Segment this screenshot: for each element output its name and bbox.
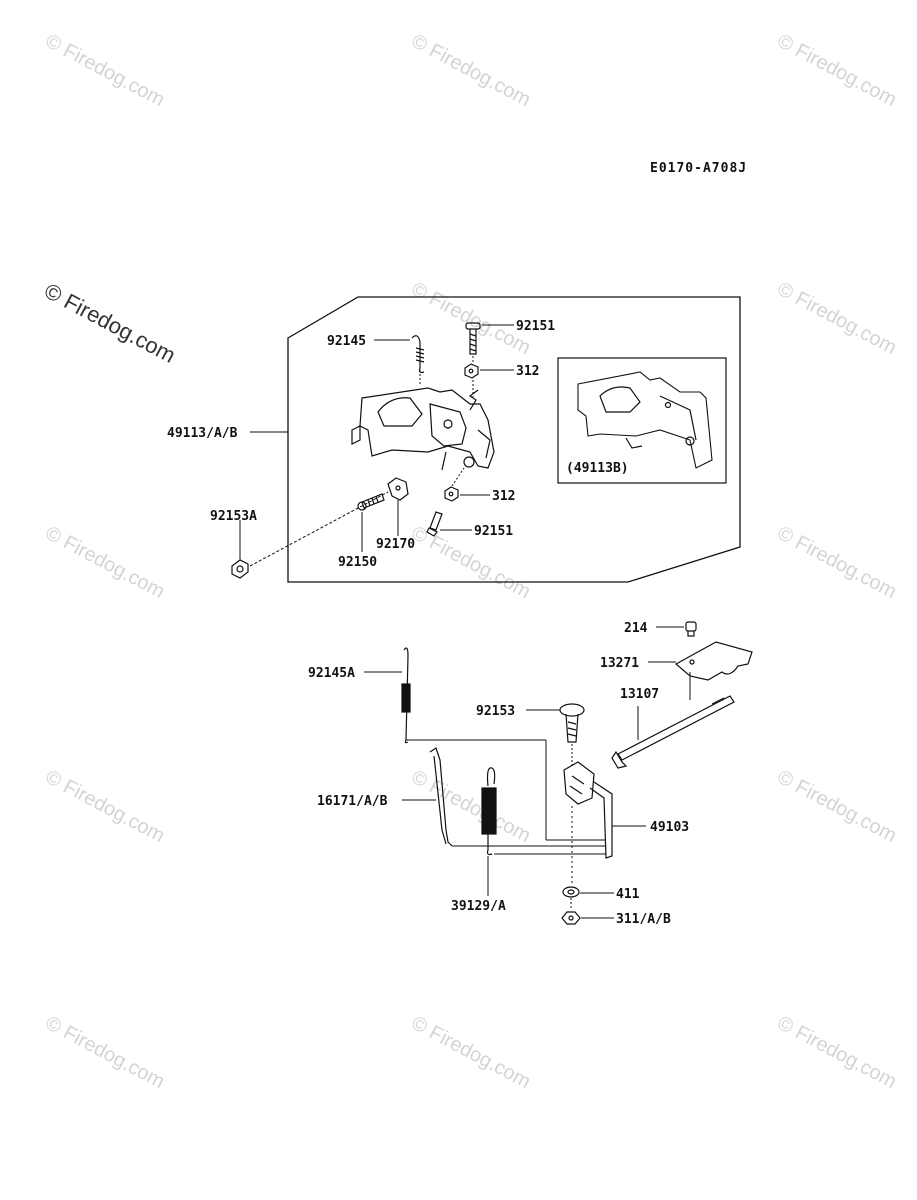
- label-311: 311/A/B: [616, 912, 671, 927]
- lever-49103: [563, 761, 613, 859]
- label-92170: 92170: [376, 537, 415, 552]
- label-92151-top: 92151: [516, 319, 555, 334]
- label-411: 411: [616, 887, 640, 902]
- shaft-13107: [611, 695, 735, 769]
- label-92151-bottom: 92151: [474, 524, 513, 539]
- washer-411: [562, 886, 580, 898]
- label-13271: 13271: [600, 656, 639, 671]
- inset-49113b: [557, 357, 727, 484]
- bolt-92153a: [231, 559, 249, 579]
- bolt-92153: [559, 703, 585, 743]
- label-49113b: (49113B): [566, 461, 629, 476]
- rod-16171: [429, 747, 453, 847]
- label-92153: 92153: [476, 704, 515, 719]
- label-92145a: 92145A: [308, 666, 355, 681]
- label-49113: 49113/A/B: [167, 426, 238, 441]
- nut-312-mid: [444, 486, 459, 502]
- throttle-bracket: [351, 387, 495, 471]
- nut-312-top: [464, 363, 479, 379]
- spring-92145: [411, 335, 425, 374]
- bolt-92150: [357, 493, 385, 511]
- leader-lines-top: [239, 324, 514, 567]
- screw-214: [685, 621, 697, 637]
- drawing-code: E0170-A708J: [650, 161, 747, 176]
- label-16171: 16171/A/B: [317, 794, 388, 809]
- label-312-mid: 312: [492, 489, 515, 504]
- label-92150: 92150: [338, 555, 377, 570]
- label-312-top: 312: [516, 364, 539, 379]
- label-39129: 39129/A: [451, 899, 506, 914]
- label-214: 214: [624, 621, 648, 636]
- spring-39129: [481, 767, 497, 856]
- label-13107: 13107: [620, 687, 659, 702]
- label-92145: 92145: [327, 334, 366, 349]
- plate-13271: [674, 641, 753, 681]
- link-92170: [387, 477, 409, 501]
- screw-92151-bottom: [426, 511, 443, 537]
- screw-92151-top: [465, 322, 481, 355]
- leader-lines-bottom: [364, 626, 691, 919]
- spring-92145a: [401, 647, 411, 744]
- assembly-frame: [287, 296, 741, 583]
- nut-311: [561, 911, 581, 925]
- label-49103: 49103: [650, 820, 689, 835]
- label-92153a: 92153A: [210, 509, 257, 524]
